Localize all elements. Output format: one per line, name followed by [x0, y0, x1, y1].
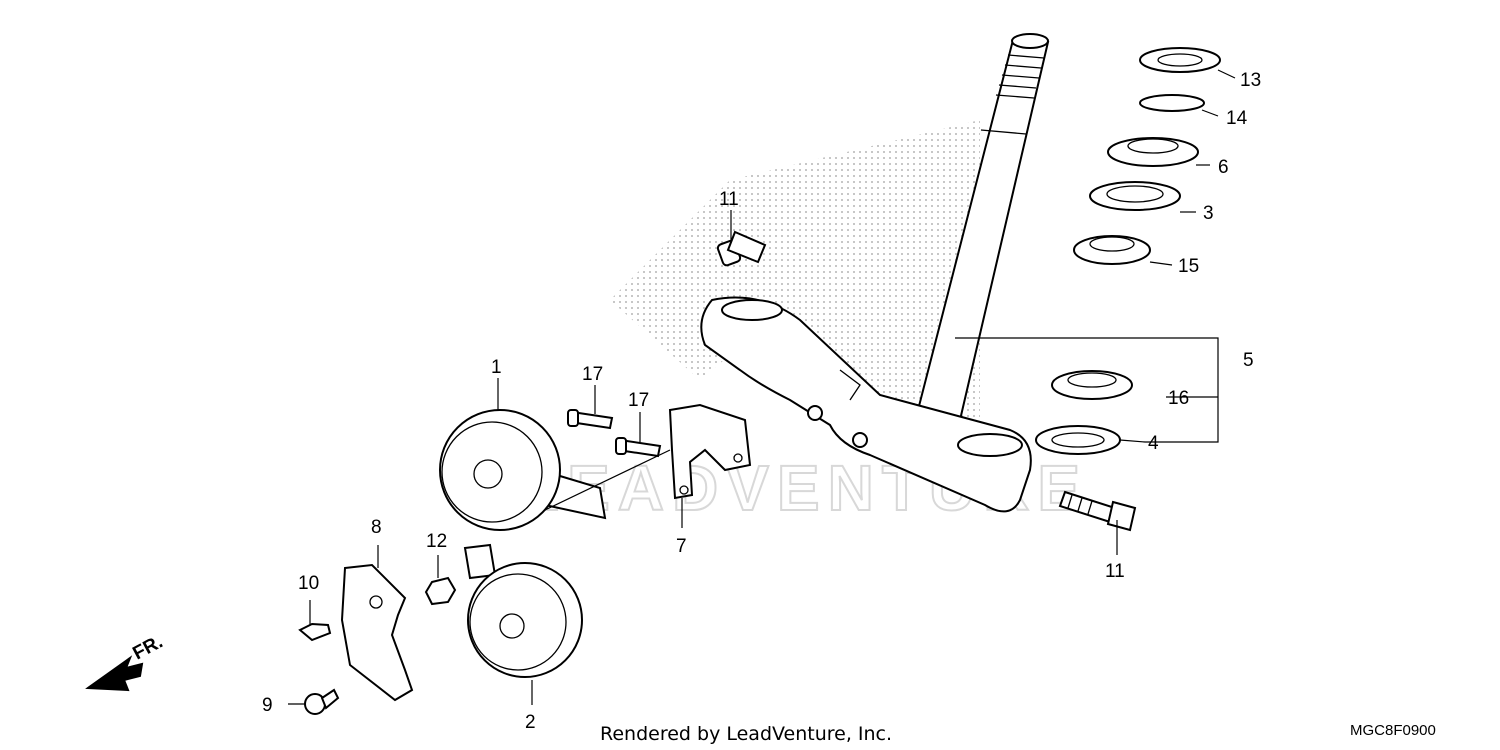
callout-14: 14	[1226, 108, 1248, 129]
horn-bracket-7	[668, 403, 752, 500]
screw-9	[304, 688, 340, 715]
callout-16: 16	[1168, 388, 1189, 409]
callout-13: 13	[1240, 70, 1261, 91]
callout-17-upper: 17	[582, 364, 603, 385]
callout-10: 10	[298, 573, 319, 594]
callout-1: 1	[491, 357, 502, 378]
steering-stem	[700, 33, 1050, 513]
horn-1	[439, 409, 607, 531]
callout-12: 12	[426, 531, 447, 552]
callout-3: 3	[1203, 203, 1214, 224]
callout-4: 4	[1148, 433, 1159, 454]
callout-2: 2	[525, 712, 536, 733]
front-arrow-label: FR.	[129, 632, 166, 665]
callout-11-upper: 11	[719, 189, 739, 210]
diagram-code: MGC8F0900	[1350, 722, 1436, 739]
footer-credit: Rendered by LeadVenture, Inc.	[600, 723, 892, 745]
bearing-stack	[1035, 47, 1221, 455]
bolt-11-upper	[716, 230, 767, 267]
horn-2	[463, 543, 583, 678]
bolt-11-lower	[1058, 490, 1137, 532]
callout-5: 5	[1243, 350, 1254, 371]
callout-7: 7	[676, 536, 687, 557]
bolt-17-lower	[615, 437, 662, 458]
leader-lines	[288, 69, 1236, 705]
nut-12	[424, 576, 457, 606]
callout-8: 8	[371, 517, 382, 538]
callout-17-lower: 17	[628, 390, 649, 411]
horn-cover-8	[340, 563, 414, 702]
callout-15: 15	[1178, 256, 1199, 277]
front-arrow: FR.	[85, 632, 166, 692]
callout-labels: 1 2 3 4 5 6 7 8 9 10 11 11 12 13 14 15 1…	[262, 70, 1261, 733]
callout-9: 9	[262, 695, 273, 716]
callout-6: 6	[1218, 157, 1229, 178]
bolt-17-upper	[567, 409, 614, 430]
screw-10	[298, 622, 332, 642]
callout-11-lower: 11	[1105, 561, 1125, 582]
